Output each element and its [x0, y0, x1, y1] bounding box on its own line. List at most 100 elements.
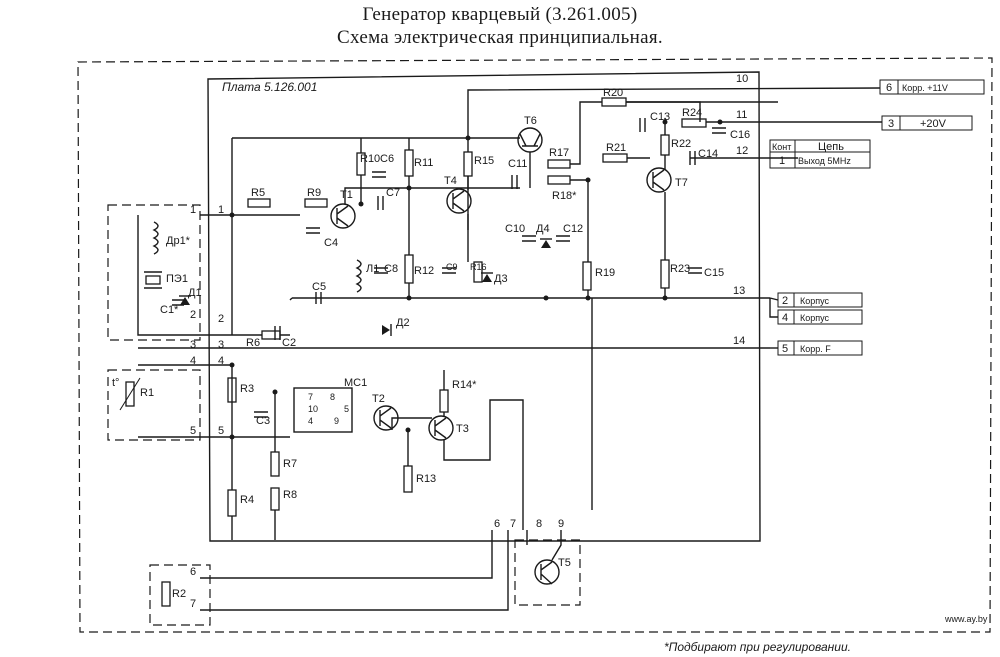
svg-text:C14: C14 — [698, 148, 718, 160]
diode-d3: Д3 — [481, 272, 508, 285]
capacitor-c9: C9 — [442, 262, 458, 274]
transistor-t5: T5 — [534, 557, 571, 585]
svg-text:4: 4 — [190, 355, 196, 367]
diagram-subtitle: Схема электрическая принципиальная. — [337, 27, 663, 48]
resistor-r12: R12 — [404, 254, 434, 284]
resistor-r16: R16 — [470, 261, 487, 283]
resistor-r15: R15 — [463, 151, 494, 177]
svg-text:C16: C16 — [730, 129, 750, 141]
capacitor-c14: C14 — [689, 148, 718, 165]
svg-text:5: 5 — [344, 404, 349, 414]
capacitor-c6: C6 — [372, 153, 394, 178]
transistor-t7: T7 — [646, 167, 688, 193]
svg-text:R5: R5 — [251, 187, 265, 199]
svg-text:10: 10 — [736, 73, 748, 85]
board-label: Плата 5.126.001 — [222, 80, 317, 94]
svg-text:3: 3 — [888, 118, 894, 130]
r2-enclosure — [149, 564, 211, 626]
svg-text:R12: R12 — [414, 265, 434, 277]
t5-enclosure — [514, 539, 581, 606]
svg-text:R16: R16 — [470, 262, 487, 272]
outer-enclosure — [77, 57, 993, 633]
wire-node-7 — [200, 530, 509, 611]
junction-dots — [229, 119, 723, 440]
capacitor-c2: C2 — [274, 326, 296, 349]
resistor-r19: R19 — [582, 261, 615, 291]
svg-text:C6: C6 — [380, 153, 394, 165]
svg-text:C3: C3 — [256, 415, 270, 427]
svg-text:R1: R1 — [140, 387, 154, 399]
resistor-r21: R21 — [602, 142, 628, 163]
svg-text:Корр. F: Корр. F — [800, 344, 831, 354]
svg-text:9: 9 — [558, 518, 564, 530]
svg-text:4: 4 — [218, 355, 224, 367]
wire-misc-upper — [289, 101, 701, 301]
diagram-title: Генератор кварцевый (3.261.005) — [362, 4, 638, 25]
svg-text:Выход 5MHz: Выход 5MHz — [798, 156, 851, 166]
capacitor-c15: C15 — [688, 267, 724, 279]
svg-text:7: 7 — [190, 598, 196, 610]
svg-text:5: 5 — [190, 425, 196, 437]
svg-text:5: 5 — [782, 343, 788, 355]
svg-text:1: 1 — [779, 155, 785, 167]
resistor-r17: R17 — [547, 147, 571, 169]
svg-text:R7: R7 — [283, 458, 297, 470]
svg-text:1: 1 — [218, 204, 224, 216]
transistor-t4: T4 — [444, 175, 472, 214]
svg-text:R23: R23 — [670, 263, 690, 275]
svg-text:14: 14 — [733, 335, 745, 347]
svg-text:Д1: Д1 — [188, 287, 202, 299]
svg-text:Корр. +11V: Корр. +11V — [902, 83, 948, 93]
svg-text:4: 4 — [782, 312, 788, 324]
resistor-r6: R6 — [246, 330, 281, 349]
svg-text:МС1: МС1 — [344, 377, 367, 389]
board-boundary — [207, 71, 761, 542]
svg-text:R4: R4 — [240, 494, 254, 506]
svg-text:R20: R20 — [603, 87, 623, 99]
svg-text:T2: T2 — [372, 393, 385, 405]
svg-text:3: 3 — [218, 339, 224, 351]
capacitor-c12: C12 — [556, 223, 583, 242]
svg-text:R6: R6 — [246, 337, 260, 349]
svg-text:Д4: Д4 — [536, 223, 550, 235]
thermistor-enclosure — [107, 369, 201, 441]
resistor-r4: R4 — [227, 489, 254, 517]
connector-corr-f: 5 Корр. F — [777, 340, 863, 356]
svg-text:C11: C11 — [508, 158, 527, 170]
connector-corr-11v: 6 Корр. +11V — [879, 79, 985, 95]
wire-rail-11 — [579, 101, 882, 123]
diode-d4: Д4 — [536, 223, 552, 248]
svg-text:1: 1 — [190, 204, 196, 216]
svg-text:T6: T6 — [524, 115, 537, 127]
svg-text:C15: C15 — [704, 267, 724, 279]
ic-mc1: МС1 7 8 10 5 4 9 — [293, 377, 367, 433]
svg-text:R24: R24 — [682, 107, 702, 119]
svg-text:Др1*: Др1* — [166, 235, 191, 247]
resistor-r11: R11 — [404, 149, 433, 177]
capacitor-c16: C16 — [712, 127, 750, 141]
resistor-r22: R22 — [660, 134, 691, 156]
capacitor-c4: C4 — [306, 227, 338, 249]
svg-text:R18*: R18* — [552, 190, 577, 202]
svg-text:+20V: +20V — [920, 118, 947, 130]
capacitor-c10: C10 — [505, 223, 536, 242]
svg-text:C2: C2 — [282, 337, 296, 349]
svg-text:R2: R2 — [172, 588, 186, 600]
svg-text:6: 6 — [190, 566, 196, 578]
resistor-r7: R7 — [270, 451, 297, 477]
svg-text:R10: R10 — [360, 153, 380, 165]
svg-text:6: 6 — [494, 518, 500, 530]
svg-text:R22: R22 — [671, 138, 691, 150]
svg-text:Корпус: Корпус — [800, 296, 830, 306]
svg-text:C4: C4 — [324, 237, 338, 249]
svg-text:Л1: Л1 — [366, 263, 379, 275]
svg-text:R13: R13 — [416, 473, 436, 485]
svg-text:7: 7 — [510, 518, 516, 530]
board-node-numbers: 1 1 2 2 3 3 4 4 5 5 6 7 6 7 8 9 10 11 12… — [190, 73, 748, 610]
thermistor-label: t° — [112, 377, 119, 389]
svg-text:10: 10 — [308, 404, 318, 414]
resistor-r1: R1 t° — [112, 377, 154, 411]
svg-text:R3: R3 — [240, 383, 254, 395]
capacitor-c11: C11 — [508, 158, 527, 189]
